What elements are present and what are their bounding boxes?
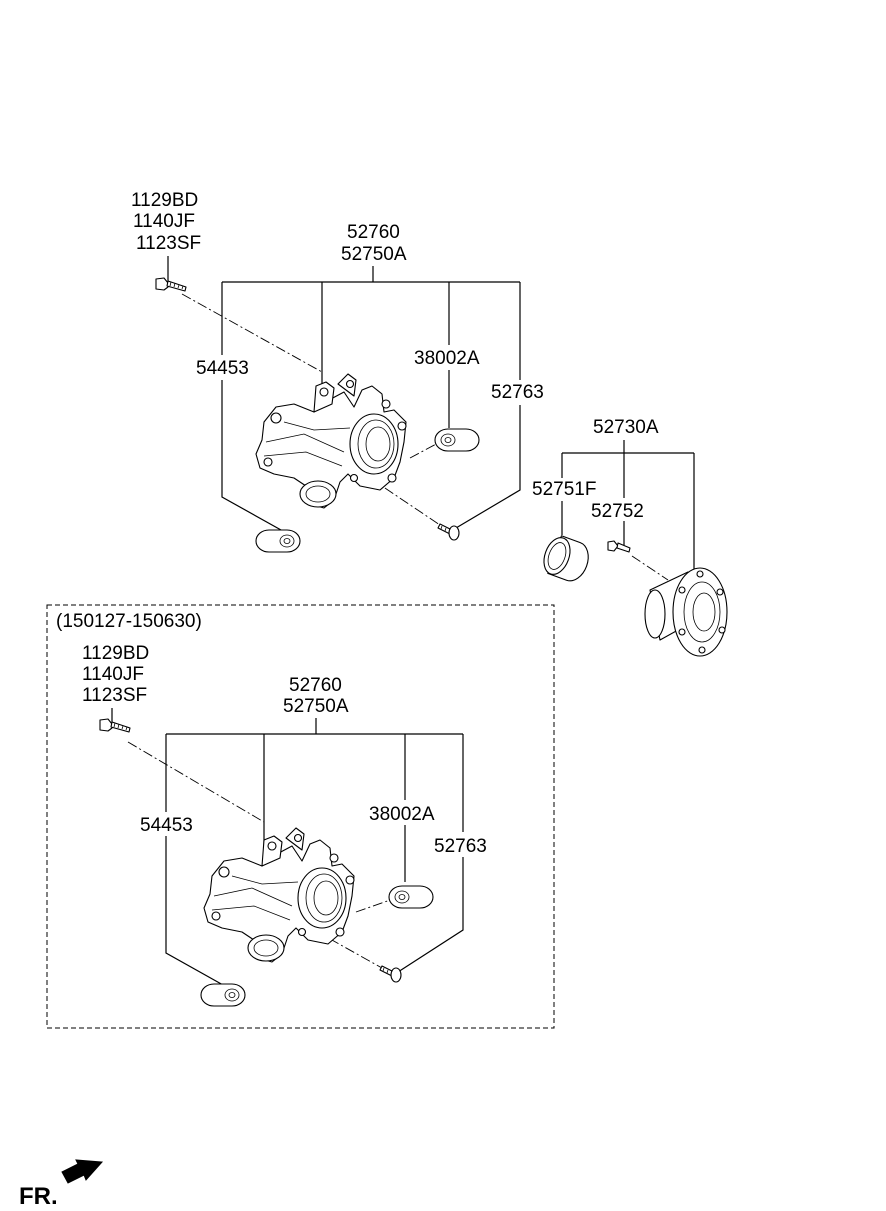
- hub-part: [644, 567, 728, 657]
- hub-assembly: 52730A 52751F 52752: [532, 417, 728, 657]
- stud-label: 52763: [491, 382, 544, 403]
- variant-knuckle-code-2: 52750A: [283, 696, 349, 717]
- hub-code-label: 52730A: [593, 417, 659, 438]
- variant-knuckle-bracket: [166, 718, 463, 735]
- variant-stud-part: [379, 965, 402, 983]
- variant-bushing-upper-part: [388, 885, 434, 909]
- bushing-upper-label: 38002A: [414, 348, 480, 369]
- front-arrow-icon: [61, 1159, 104, 1184]
- front-label: FR.: [19, 1183, 58, 1210]
- hub-bolt-label: 52752: [591, 501, 644, 522]
- knuckle-bracket: [222, 266, 520, 283]
- cap-label: 52751F: [532, 479, 596, 500]
- bushing-lower-label: 54453: [196, 358, 249, 379]
- variant-bolt-part: [99, 718, 131, 733]
- knuckle-code-1: 52760: [347, 222, 400, 243]
- cap-part: [543, 535, 589, 582]
- bolt-part: [155, 277, 187, 292]
- variant-bushing-lower-label: 54453: [140, 815, 193, 836]
- bolt-code-3: 1123SF: [136, 233, 201, 254]
- variant-knuckle-code-1: 52760: [289, 675, 342, 696]
- front-indicator: FR.: [19, 1159, 104, 1210]
- variant-bolt-code-3: 1123SF: [82, 685, 147, 706]
- bushing-lower-part: [255, 529, 301, 553]
- bolt-code-2: 1140JF: [133, 211, 195, 232]
- variant-bushing-lower-part: [200, 983, 246, 1007]
- variant-frame: [46, 604, 555, 1029]
- main-assembly: 1129BD 1140JF 1123SF 52760 52750A 54453 …: [131, 190, 544, 553]
- variant-knuckle-part: [203, 827, 355, 963]
- hub-bolt-part: [607, 540, 631, 553]
- knuckle-code-2: 52750A: [341, 244, 407, 265]
- stud-part: [437, 523, 460, 541]
- hub-bracket: [562, 440, 694, 454]
- variant-bolt-code-2: 1140JF: [82, 664, 144, 685]
- variant-stud-label: 52763: [434, 836, 487, 857]
- bolt-code-1: 1129BD: [131, 190, 198, 211]
- variant-assembly: (150127-150630) 1129BD 1140JF 1123SF 527…: [46, 604, 555, 1029]
- variant-date-range: (150127-150630): [56, 611, 202, 632]
- variant-bolt-code-1: 1129BD: [82, 643, 149, 664]
- knuckle-part: [255, 373, 407, 509]
- bushing-upper-part: [434, 428, 480, 452]
- variant-bushing-upper-label: 38002A: [369, 804, 435, 825]
